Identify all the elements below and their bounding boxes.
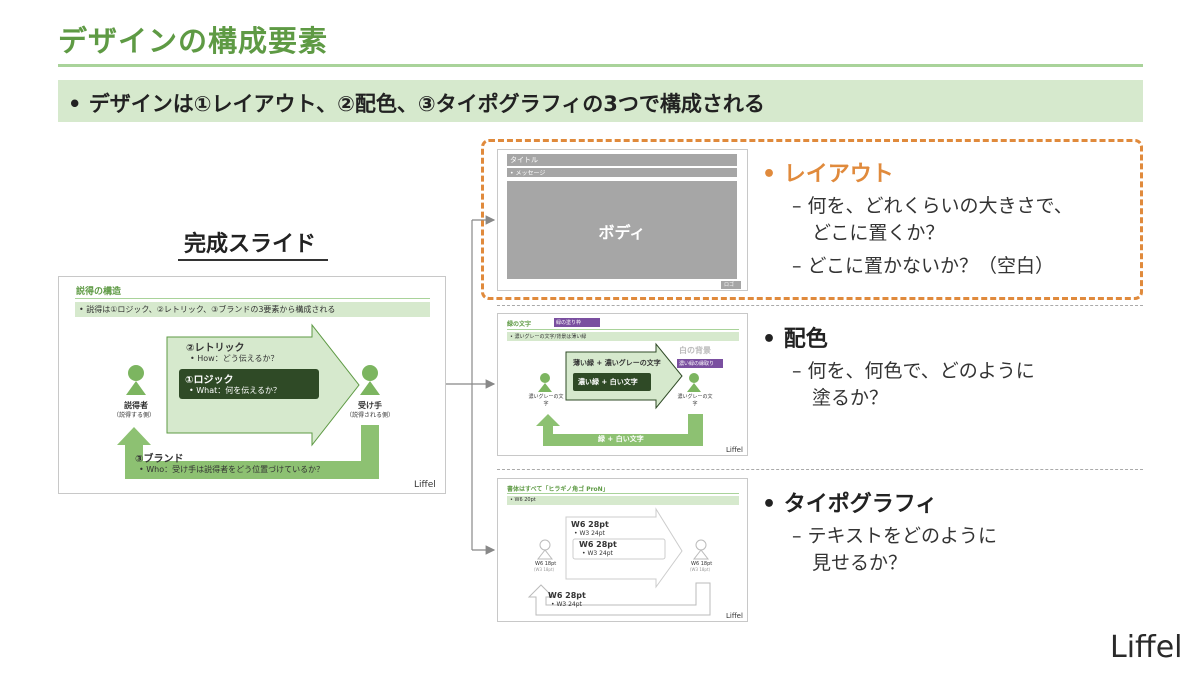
- completed-message: • 説得は①ロジック、②レトリック、③ブランドの3要素から構成される: [79, 305, 336, 314]
- completed-slide-label: 完成スライド: [183, 232, 316, 257]
- section-color-line-2: 塗るか？: [812, 387, 889, 409]
- layout-title-bar: [507, 154, 737, 166]
- typo-header: 書体はすべて「ヒラギノ角ゴ ProN」: [507, 486, 609, 493]
- section-layout-line-3: – どこに置かないか？（空白）: [792, 255, 1054, 277]
- typo-w3-a: • W3 24pt: [574, 530, 605, 537]
- receiver-label: 受け手: [358, 401, 382, 410]
- completed-slide-thumbnail: 説得の構造 • 説得は①ロジック、②レトリック、③ブランドの3要素から構成される…: [58, 276, 446, 494]
- brand-sub: • Who：受け手は説得者をどう位置づけているか？: [139, 465, 325, 474]
- typo-message: • W6 20pt: [510, 497, 536, 503]
- completed-message-bar: [75, 302, 430, 317]
- subtitle-text: • デザインは①レイアウト、②配色、③タイポグラフィの3つで構成される: [68, 92, 765, 116]
- layout-body-block: [507, 181, 737, 279]
- rhetoric-sub: • How：どう伝えるか？: [190, 354, 279, 363]
- brand-title: ③ブランド: [135, 454, 184, 465]
- rhetoric-title: ②レトリック: [186, 343, 245, 354]
- color-tag-top-bg: [554, 318, 600, 327]
- typo-person-left-sub: (W3 18pt): [534, 567, 555, 572]
- completed-logo: Liffel: [414, 480, 436, 490]
- typo-w3-c: • W3 24pt: [551, 601, 582, 608]
- color-bg-white: 白の背景: [679, 346, 711, 355]
- logic-sub: • What：何を伝えるか？: [189, 386, 282, 395]
- separator-1: [497, 305, 1143, 306]
- layout-thumbnail: タイトル • メッセージ ボディ ロゴ: [497, 149, 748, 291]
- color-right-person: 濃いグレーの文字: [677, 394, 713, 407]
- section-layout-heading: • レイアウト: [762, 162, 894, 187]
- color-tag-mid: 濃い緑の縁取り: [679, 361, 715, 367]
- layout-title: タイトル: [510, 156, 538, 164]
- section-typography-line-1: – テキストをどのように: [792, 525, 997, 547]
- typo-w6-c: W6 28pt: [548, 591, 586, 600]
- color-logo: Liffel: [726, 446, 743, 454]
- layout-logo: ロゴ: [724, 282, 735, 288]
- color-message: • 濃いグレーの文字/背景は薄い緑: [510, 334, 587, 340]
- section-layout-line-2: どこに置くか？: [812, 222, 945, 244]
- layout-logo-block: [721, 281, 741, 289]
- typo-w6-a: W6 28pt: [571, 520, 609, 529]
- color-arrow-label: 薄い緑 + 濃いグレーの文字: [573, 359, 661, 367]
- brand-logo: Liffel: [1110, 630, 1183, 665]
- completed-slide-underline: [178, 259, 328, 261]
- completed-diagram: [117, 323, 380, 479]
- typo-diagram: [527, 507, 711, 616]
- title-rule: [58, 64, 1143, 67]
- color-tag-top: 緑の塗り枠: [556, 320, 582, 326]
- color-bottom-label: 緑 + 白い文字: [598, 435, 644, 443]
- persuader-label: 説得者: [124, 401, 148, 410]
- separator-2: [497, 469, 1143, 470]
- color-header: 緑の文字: [507, 321, 532, 328]
- typo-w3-b: • W3 24pt: [582, 550, 613, 557]
- layout-message: • メッセージ: [510, 170, 546, 177]
- typo-person-left: W6 18pt: [535, 561, 557, 567]
- subtitle-bar: [58, 80, 1143, 122]
- typo-rule: [507, 493, 739, 494]
- layout-highlight-frame: [481, 139, 1143, 300]
- color-diagram: [536, 342, 703, 446]
- typo-person-right: W6 18pt: [691, 561, 713, 567]
- typo-message-bar: [507, 496, 739, 505]
- logic-title: ①ロジック: [185, 375, 234, 386]
- completed-header: 説得の構造: [76, 287, 122, 297]
- page-title: デザインの構成要素: [58, 24, 329, 58]
- color-thumbnail: 緑の文字 緑の塗り枠 • 濃いグレーの文字/背景は薄い緑 白の背景 濃い緑の縁取…: [497, 313, 748, 456]
- section-typography-line-2: 見せるか？: [812, 552, 908, 574]
- color-inner-label: 濃い緑 + 白い文字: [578, 378, 638, 386]
- section-layout-line-1: – 何を、どれくらいの大きさで、: [792, 195, 1073, 217]
- color-message-bar: [507, 332, 739, 341]
- section-color-line-1: – 何を、何色で、どのように: [792, 360, 1035, 382]
- typo-logo: Liffel: [726, 612, 743, 620]
- typography-thumbnail: 書体はすべて「ヒラギノ角ゴ ProN」 • W6 20pt W6 28pt • …: [497, 478, 748, 622]
- layout-message-bar: [507, 168, 737, 177]
- completed-rule: [75, 298, 430, 299]
- typo-w6-b: W6 28pt: [579, 540, 617, 549]
- persuader-sub: （説得する側）: [113, 412, 156, 419]
- section-typography-heading: • タイポグラフィ: [762, 492, 938, 517]
- layout-body-label: ボディ: [598, 223, 646, 242]
- color-tag-mid-bg: [677, 359, 723, 368]
- color-rule: [507, 329, 739, 330]
- typo-person-right-sub: (W3 18pt): [690, 567, 711, 572]
- color-left-person: 濃いグレーの文字: [528, 394, 564, 407]
- section-color-heading: • 配色: [762, 327, 828, 352]
- receiver-sub: （説得される側）: [346, 412, 395, 419]
